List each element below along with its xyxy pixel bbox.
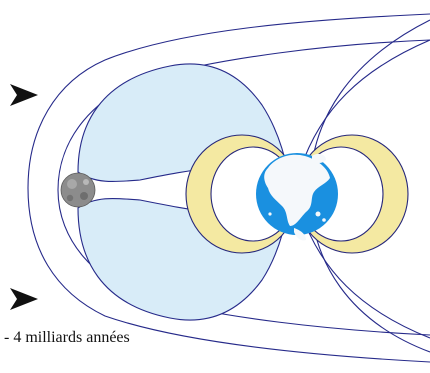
field-line-right-inner <box>299 39 430 171</box>
arrowhead-icon-bottom <box>10 288 38 310</box>
earth-globe-icon <box>256 153 338 241</box>
era-caption: - 4 milliards années <box>4 329 130 346</box>
moon-icon <box>60 172 96 208</box>
magnetopause-outer-line <box>27 13 430 363</box>
arrowhead-icon-top <box>10 84 38 106</box>
magnetopause-inner-line <box>57 39 430 336</box>
